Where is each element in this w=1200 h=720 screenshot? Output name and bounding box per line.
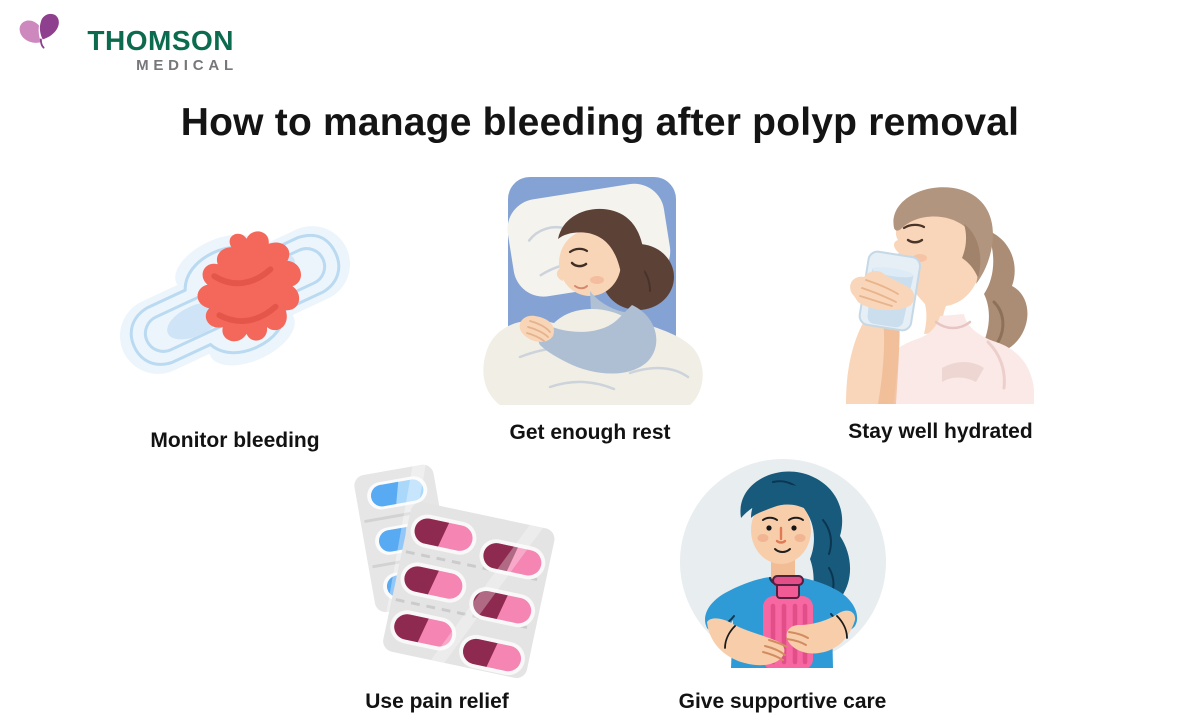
thomson-medical-logo: THOMSON MEDICAL	[16, 10, 234, 74]
sleeping-woman-icon	[482, 177, 703, 405]
logo-subname: MEDICAL	[136, 57, 238, 75]
logo-text: THOMSON MEDICAL	[66, 25, 234, 75]
figure-stay-well-hydrated: Stay well hydrated	[833, 172, 1048, 444]
item-label: Stay well hydrated	[848, 420, 1033, 443]
figure-use-pain-relief: Use pain relief	[312, 455, 562, 714]
logo-name: THOMSON	[87, 25, 234, 56]
item-label: Give supportive care	[678, 690, 887, 713]
woman-drinking-water-icon	[846, 187, 1034, 404]
item-label: Use pain relief	[365, 690, 509, 713]
woman-with-hot-water-bottle-icon	[679, 459, 886, 668]
figure-get-enough-rest: Get enough rest	[470, 175, 710, 445]
page-title: How to manage bleeding after polyp remov…	[180, 101, 1020, 144]
butterfly-icon	[19, 13, 59, 49]
pill-blister-packs-icon	[353, 463, 554, 678]
item-label: Monitor bleeding	[150, 429, 320, 452]
figure-give-supportive-care: Give supportive care	[670, 456, 895, 714]
sanitary-pad-icon	[119, 226, 351, 374]
figure-monitor-bleeding: Monitor bleeding	[85, 188, 385, 453]
item-label: Get enough rest	[509, 421, 671, 444]
